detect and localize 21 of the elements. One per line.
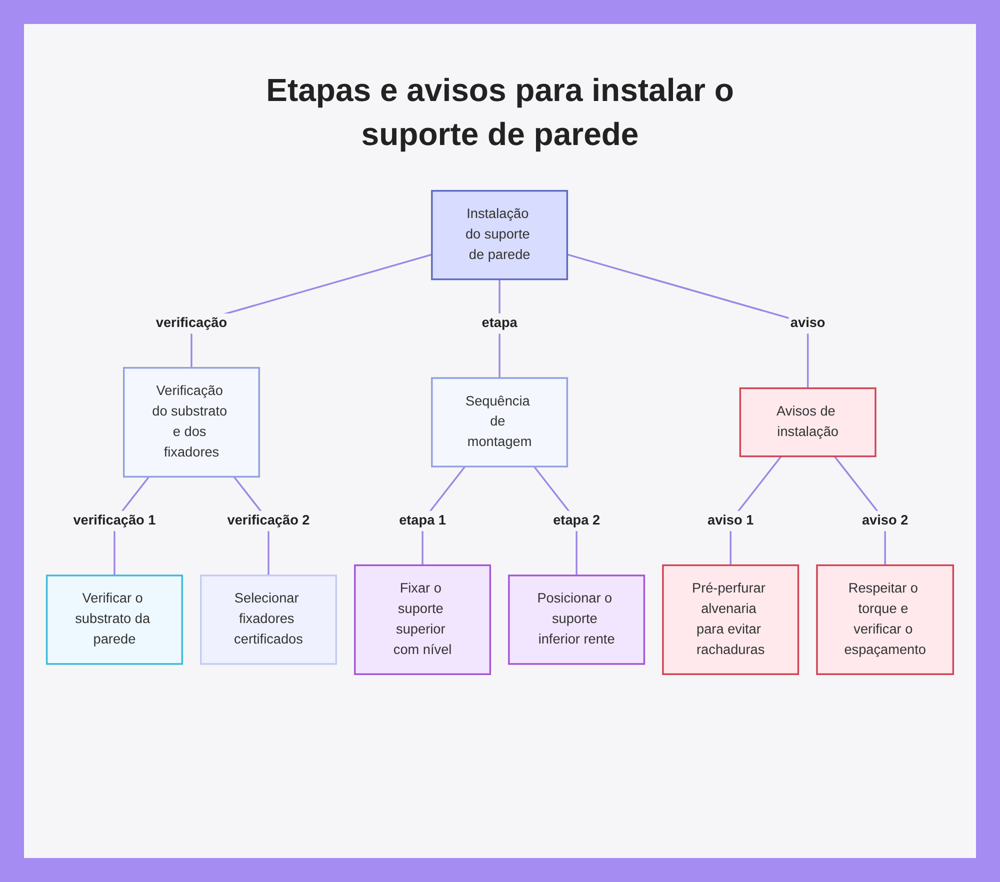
edge-label: verificação (156, 316, 228, 330)
node-box: Selecionar fixadores certificados (200, 574, 337, 665)
edge-label: etapa 2 (553, 513, 600, 528)
edge-label: verificação 1 (73, 513, 156, 528)
node-box: Sequência de montagem (431, 377, 568, 468)
node-box: Respeitar o torque e verificar o espaçamento (816, 564, 954, 676)
node-box: Pré-perfurar alvenaria para evitar rachaduras (662, 564, 800, 676)
node-box: Posicionar o suporte inferior rente (508, 574, 646, 665)
edge-label: aviso (790, 316, 826, 330)
edge-label: etapa 1 (399, 513, 446, 528)
edge-label: verificação 2 (227, 513, 310, 528)
edge-label: aviso 1 (708, 513, 754, 528)
edge-label: etapa (482, 316, 518, 330)
node-box: Avisos de instalação (739, 387, 876, 458)
connector (566, 254, 809, 388)
node-box: Instalação do suporte de parede (431, 190, 568, 280)
edge-label: aviso 2 (862, 513, 908, 528)
node-box: Verificação do substrato e dos fixadores (122, 366, 260, 478)
title: Etapas e avisos para instalar o suporte de parede (265, 71, 735, 154)
node-box: Fixar o suporte superior com nível (354, 564, 492, 676)
node-box: Verificar o substrato da parede (46, 574, 183, 665)
